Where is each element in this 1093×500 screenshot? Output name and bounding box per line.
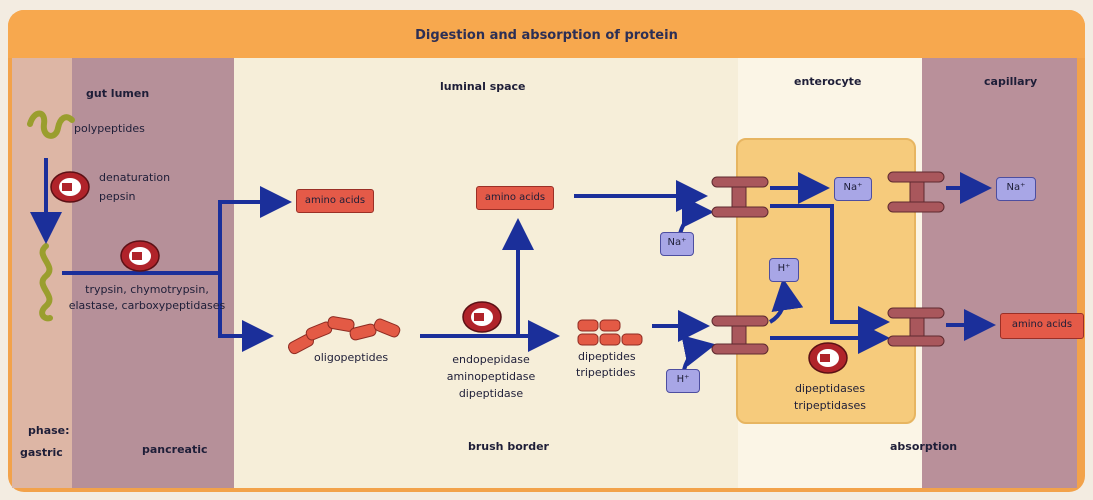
arrow-na-in (680, 212, 706, 234)
transporter-basolateral-amino (888, 308, 944, 346)
ion-h-lumen: H⁺ (666, 369, 700, 393)
ion-na-lumen: Na⁺ (660, 232, 694, 256)
zone-label-enterocyte: enterocyte (794, 75, 861, 88)
enzyme-icon-pepsin (51, 172, 89, 202)
amino-acids-box-lumen: amino acids (476, 186, 554, 210)
label-tripeptides: tripeptides (576, 366, 635, 379)
label-denaturation: denaturation (99, 171, 170, 184)
ion-na-cell: Na⁺ (834, 177, 872, 201)
label-dipeptides: dipeptides (578, 350, 636, 363)
phase-absorption: absorption (890, 440, 957, 453)
tripeptide-unit (578, 334, 598, 345)
label-oligopeptides: oligopeptides (314, 351, 388, 364)
label-polypeptides: polypeptides (74, 122, 145, 135)
label-pancreatic-enzymes: trypsin, chymotrypsin, elastase, carboxy… (64, 282, 230, 314)
oligopeptide-unit (373, 318, 402, 339)
phase-pancreatic: pancreatic (142, 443, 208, 456)
zone-label-luminal-space: luminal space (440, 80, 526, 93)
arrow-h-in (684, 346, 708, 370)
dipeptide-unit (578, 320, 598, 331)
transporter-apical-peptide (712, 316, 768, 354)
arrow-to-amino-acids (220, 202, 284, 273)
transporter-basolateral-na (888, 172, 944, 212)
enzyme-icon-brush-border (463, 302, 501, 332)
phase-gastric: gastric (20, 446, 63, 459)
transporter-apical-amino (712, 177, 768, 217)
denatured-polypeptide-icon (42, 246, 50, 318)
zone-label-capillary: capillary (984, 75, 1037, 88)
ion-h-cell: H⁺ (769, 258, 799, 282)
dipeptide-unit (600, 320, 620, 331)
phase-label: phase: (28, 424, 70, 437)
enzyme-icon-pancreatic (121, 241, 159, 271)
arrow-h-recycle (770, 286, 785, 322)
phase-brush-border: brush border (468, 440, 549, 453)
label-entero-enzymes: dipeptidases tripeptidases (778, 380, 882, 414)
zone-label-gut-lumen: gut lumen (86, 87, 149, 100)
tripeptide-unit (600, 334, 620, 345)
enzyme-icon-intracellular (809, 343, 847, 373)
label-brush-enzymes: endopepidase aminopeptidase dipeptidase (434, 351, 548, 402)
amino-acids-box-capillary: amino acids (1000, 313, 1084, 339)
polypeptide-squiggle-icon (30, 114, 72, 136)
label-pepsin: pepsin (99, 190, 136, 203)
tripeptide-unit (622, 334, 642, 345)
ion-na-capillary: Na⁺ (996, 177, 1036, 201)
amino-acids-box-pancreatic: amino acids (296, 189, 374, 213)
